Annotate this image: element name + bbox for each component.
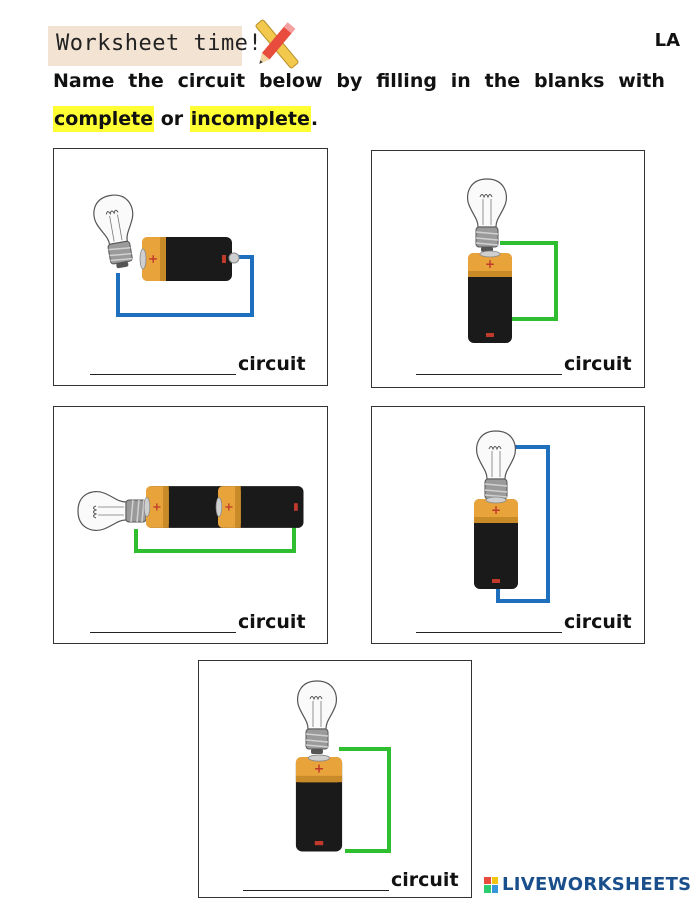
circuit-word: circuit	[238, 353, 306, 375]
logo-text: LIVEWORKSHEETS	[502, 874, 692, 895]
circuit-diagram-4	[473, 430, 550, 603]
logo-grid-icon	[484, 876, 498, 893]
instruction-line-1: Name the circuit below by filling in the…	[53, 70, 665, 92]
instr-word: Name	[53, 70, 115, 92]
answer-line-5: circuit	[243, 869, 459, 891]
circuit-diagram-1	[90, 191, 254, 317]
instr-word: the	[128, 70, 164, 92]
option-incomplete: incomplete	[189, 106, 311, 132]
answer-blank[interactable]	[90, 356, 236, 375]
circuit-card-4: circuit	[371, 406, 645, 644]
circuit-diagram-5	[295, 680, 391, 853]
answer-line-1: circuit	[90, 353, 306, 375]
initials: LA	[654, 30, 680, 51]
header-badge	[48, 26, 242, 66]
circuit-diagram-3	[77, 485, 304, 553]
answer-line-3: circuit	[90, 611, 306, 633]
instruction-line-2: complete or incomplete.	[53, 106, 319, 132]
instr-word: the	[484, 70, 521, 92]
instr-joiner: or	[160, 108, 184, 130]
worksheet-title: Worksheet time!	[56, 31, 263, 56]
circuit-word: circuit	[564, 611, 632, 633]
answer-line-4: circuit	[416, 611, 632, 633]
circuit-word: circuit	[391, 869, 459, 891]
circuit-card-1: circuit	[53, 148, 328, 386]
circuit-diagram-2	[466, 178, 558, 344]
answer-line-2: circuit	[416, 353, 632, 375]
circuit-card-5: circuit	[198, 660, 472, 898]
circuit-word: circuit	[564, 353, 632, 375]
answer-blank[interactable]	[416, 614, 562, 633]
circuit-word: circuit	[238, 611, 306, 633]
instr-word: by	[336, 70, 363, 92]
instr-word: with	[618, 70, 665, 92]
option-complete: complete	[53, 106, 155, 132]
instr-word: blanks	[533, 70, 605, 92]
circuit-card-2: circuit	[371, 150, 645, 388]
answer-blank[interactable]	[416, 356, 562, 375]
liveworksheets-logo: LIVEWORKSHEETS	[484, 874, 691, 895]
instr-word: in	[450, 70, 471, 92]
pencil-ruler-icon	[255, 19, 299, 69]
answer-blank[interactable]	[243, 872, 389, 891]
instr-period: .	[310, 108, 319, 130]
instr-word: circuit	[177, 70, 246, 92]
instr-word: below	[258, 70, 323, 92]
instr-word: filling	[376, 70, 437, 92]
answer-blank[interactable]	[90, 614, 236, 633]
circuit-card-3: circuit	[53, 406, 328, 644]
